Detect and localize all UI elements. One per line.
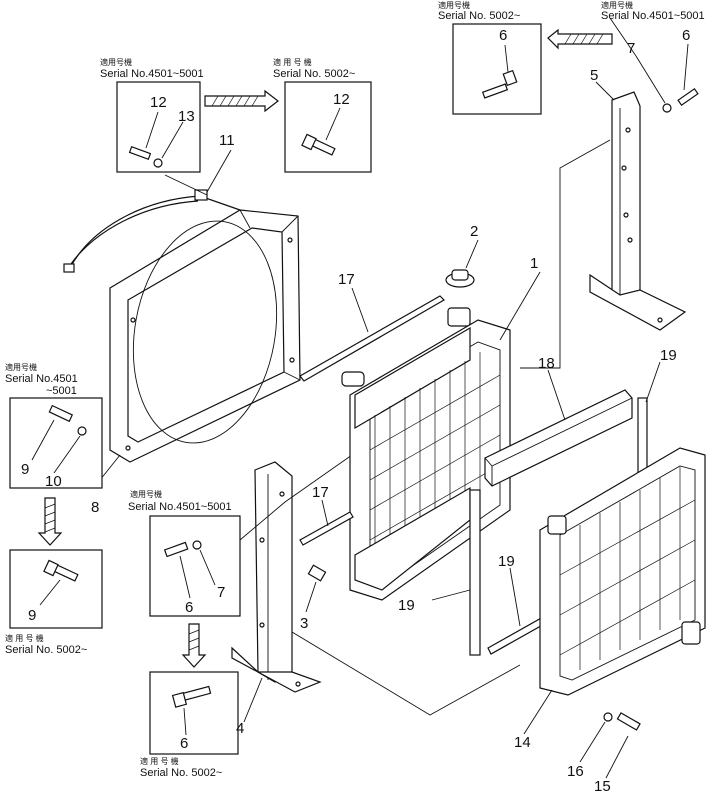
caption-jp: 適用号機	[601, 0, 633, 10]
inset-frame	[116, 81, 201, 173]
caption-serial: Serial No.4501~5001	[100, 68, 204, 80]
caption-jp: 適用号機	[100, 57, 132, 67]
label-6: 6	[180, 735, 188, 752]
caption-serial: Serial No. 5002~	[273, 68, 355, 80]
seal-17-top: 17	[299, 271, 445, 382]
bolt-6-washer-7: 7 6	[609, 17, 699, 113]
inset-box-12-new: 適 用 号 機 Serial No. 5002~ 12	[273, 57, 372, 173]
label-12: 12	[333, 91, 350, 108]
label-7: 7	[627, 40, 635, 57]
label-4: 4	[236, 720, 244, 737]
label-17: 17	[312, 484, 329, 501]
oil-cooler-14: 14	[514, 447, 706, 751]
inset-box-6-new-bottom: 6 適 用 号 機 Serial No. 5002~	[140, 671, 239, 779]
label-6: 6	[499, 27, 507, 44]
label-9: 9	[21, 461, 29, 478]
caption-jp: 適 用 号 機	[5, 633, 44, 643]
bracket-5: 5	[589, 67, 687, 331]
arrow-left-icon	[547, 28, 613, 50]
seal-18: 18	[484, 355, 633, 487]
inset-box-9-new: 9 適 用 号 機 Serial No. 5002~	[5, 549, 103, 656]
caption-serial: Serial No.4501~5001	[601, 10, 705, 22]
caption-serial: Serial No.4501	[5, 373, 78, 385]
leader-line	[291, 631, 521, 716]
seal-19-b: 19	[398, 489, 481, 656]
label-18: 18	[538, 355, 555, 372]
caption-jp: 適用号機	[130, 489, 162, 499]
inset-frame	[452, 23, 542, 115]
caption-jp: 適 用 号 機	[273, 57, 312, 67]
inset-frame	[149, 515, 241, 617]
arrow-down-icon	[37, 497, 63, 546]
label-19: 19	[660, 347, 677, 364]
arrow-down-icon	[181, 623, 207, 668]
label-6: 6	[682, 27, 690, 44]
inset-top-right: 適用号機 Serial No.4501~5001	[601, 0, 705, 22]
bolt-icon	[481, 69, 518, 99]
label-19: 19	[398, 597, 415, 614]
caption-serial: Serial No. 5002~	[438, 10, 520, 22]
caption-serial: Serial No. 5002~	[140, 767, 222, 779]
label-16: 16	[567, 763, 584, 780]
inset-frame	[9, 549, 103, 629]
label-9: 9	[28, 607, 36, 624]
inset-frame	[149, 671, 239, 755]
inset-frame	[284, 81, 372, 173]
label-3: 3	[300, 615, 308, 632]
caption-serial: Serial No.4501~5001	[128, 501, 232, 513]
label-5: 5	[590, 67, 598, 84]
label-19: 19	[498, 553, 515, 570]
label-8: 8	[91, 499, 99, 516]
label-12: 12	[150, 94, 167, 111]
seal-17-bottom: 17	[299, 484, 354, 546]
leader-line	[239, 454, 353, 541]
washer-16: 16	[567, 712, 613, 780]
label-15: 15	[594, 778, 611, 792]
wire-harness-11: 11	[63, 132, 241, 273]
inset-box-12-13: 適用号機 Serial No.4501~5001 12 13	[100, 57, 204, 173]
bracket-4: 4	[231, 461, 322, 737]
leader-line	[520, 139, 611, 369]
arrow-right-icon	[204, 89, 279, 113]
inset-box-6-7: 適用号機 Serial No.4501~5001 6 7	[128, 489, 241, 617]
leader-line	[164, 174, 208, 196]
inset-box-6-new: 適用号機 Serial No. 5002~ 6	[438, 0, 542, 115]
label-7: 7	[217, 584, 225, 601]
label-1: 1	[530, 255, 538, 272]
drain-cock-3: 3	[300, 564, 327, 632]
label-6: 6	[185, 599, 193, 616]
fan-shroud-8: 8	[91, 209, 301, 516]
label-10: 10	[45, 473, 62, 490]
label-17: 17	[338, 271, 355, 288]
label-13: 13	[178, 108, 195, 125]
caption-jp: 適用号機	[5, 362, 37, 372]
cooler-grid	[559, 467, 696, 670]
caption-serial-range: ~5001	[46, 385, 77, 397]
label-14: 14	[514, 734, 531, 751]
radiator-1: 1	[341, 255, 541, 601]
seal-19-a: 19	[637, 347, 677, 479]
bolt-15: 15	[594, 712, 641, 792]
caption-jp: 適 用 号 機	[140, 756, 179, 766]
caption-serial: Serial No. 5002~	[5, 644, 87, 656]
caption-jp: 適用号機	[438, 0, 470, 10]
inset-box-9-10: 適用号機 Serial No.4501 ~5001 9 10	[5, 362, 103, 490]
label-11: 11	[219, 132, 235, 149]
label-2: 2	[470, 223, 478, 240]
radiator-cap-2: 2	[445, 223, 479, 288]
